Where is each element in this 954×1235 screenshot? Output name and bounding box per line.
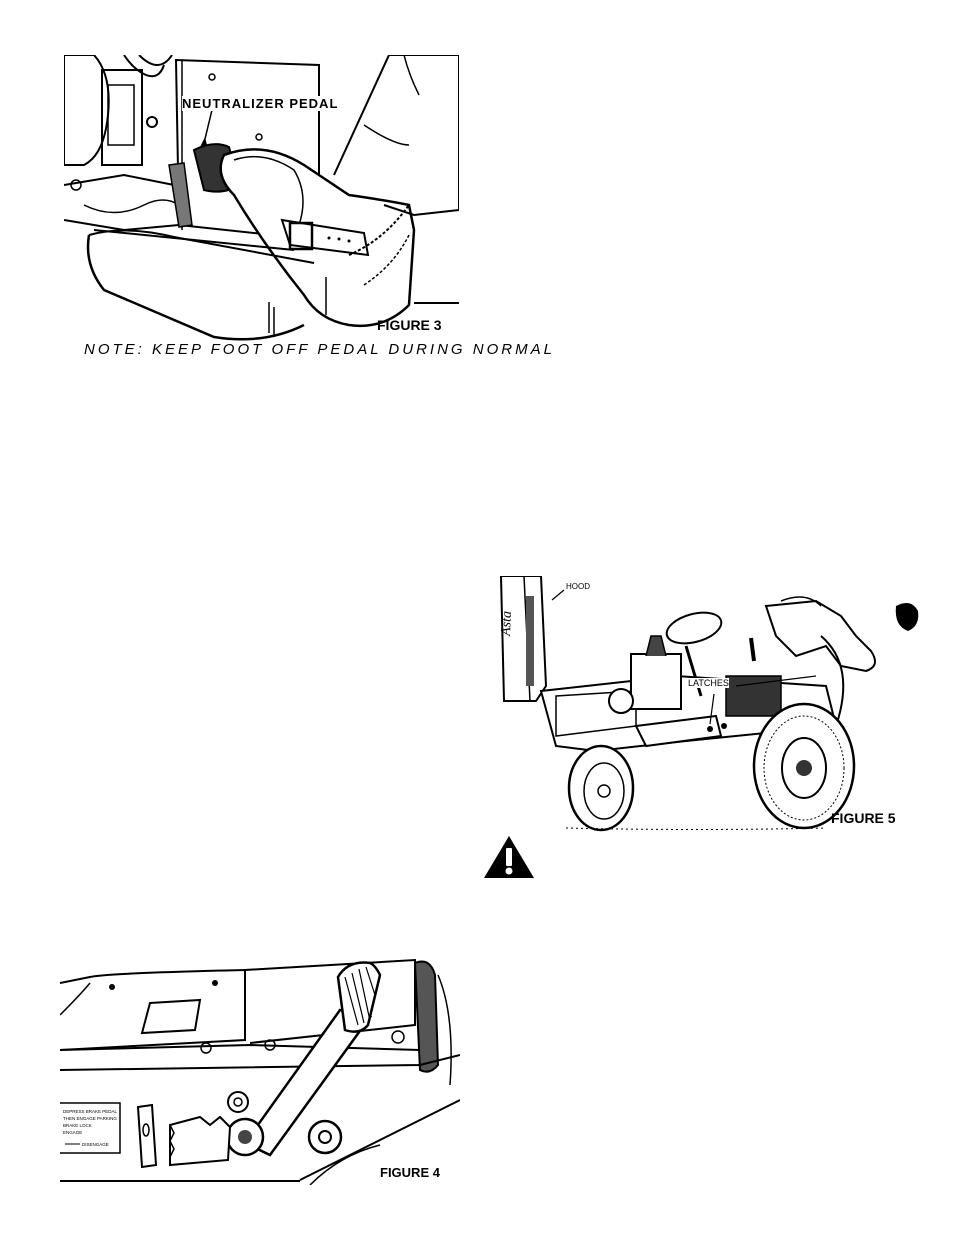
- warning-triangle-icon: [482, 834, 536, 880]
- figure-3: NEUTRALIZER PEDAL FIGURE 3: [64, 55, 459, 345]
- latches-callout: LATCHES: [688, 678, 729, 688]
- svg-text:Asta: Asta: [499, 611, 515, 637]
- figure-5-caption: FIGURE 5: [831, 810, 896, 826]
- neutralizer-pedal-callout: NEUTRALIZER PEDAL: [182, 96, 338, 111]
- figure-5-illustration: Asta: [496, 576, 920, 834]
- figure-5: Asta: [496, 576, 920, 834]
- figure-3-caption: FIGURE 3: [377, 317, 442, 333]
- figure-4: DEPRESS BRAKE PEDAL THEN ENGAGE PARKING …: [60, 955, 460, 1185]
- svg-text:DEPRESS BRAKE PEDAL: DEPRESS BRAKE PEDAL: [63, 1109, 118, 1114]
- figure-4-caption: FIGURE 4: [380, 1165, 440, 1180]
- svg-text:BRAKE LOCK: BRAKE LOCK: [63, 1123, 92, 1128]
- svg-text:THEN ENGAGE PARKING: THEN ENGAGE PARKING: [63, 1116, 117, 1121]
- svg-text:ENGAGE: ENGAGE: [63, 1130, 82, 1135]
- figure-4-illustration: DEPRESS BRAKE PEDAL THEN ENGAGE PARKING …: [60, 955, 460, 1185]
- figure-3-note: NOTE: KEEP FOOT OFF PEDAL DURING NORMAL: [84, 341, 555, 358]
- svg-text:DISENGAGE: DISENGAGE: [82, 1142, 109, 1147]
- hood-callout: HOOD: [566, 582, 590, 591]
